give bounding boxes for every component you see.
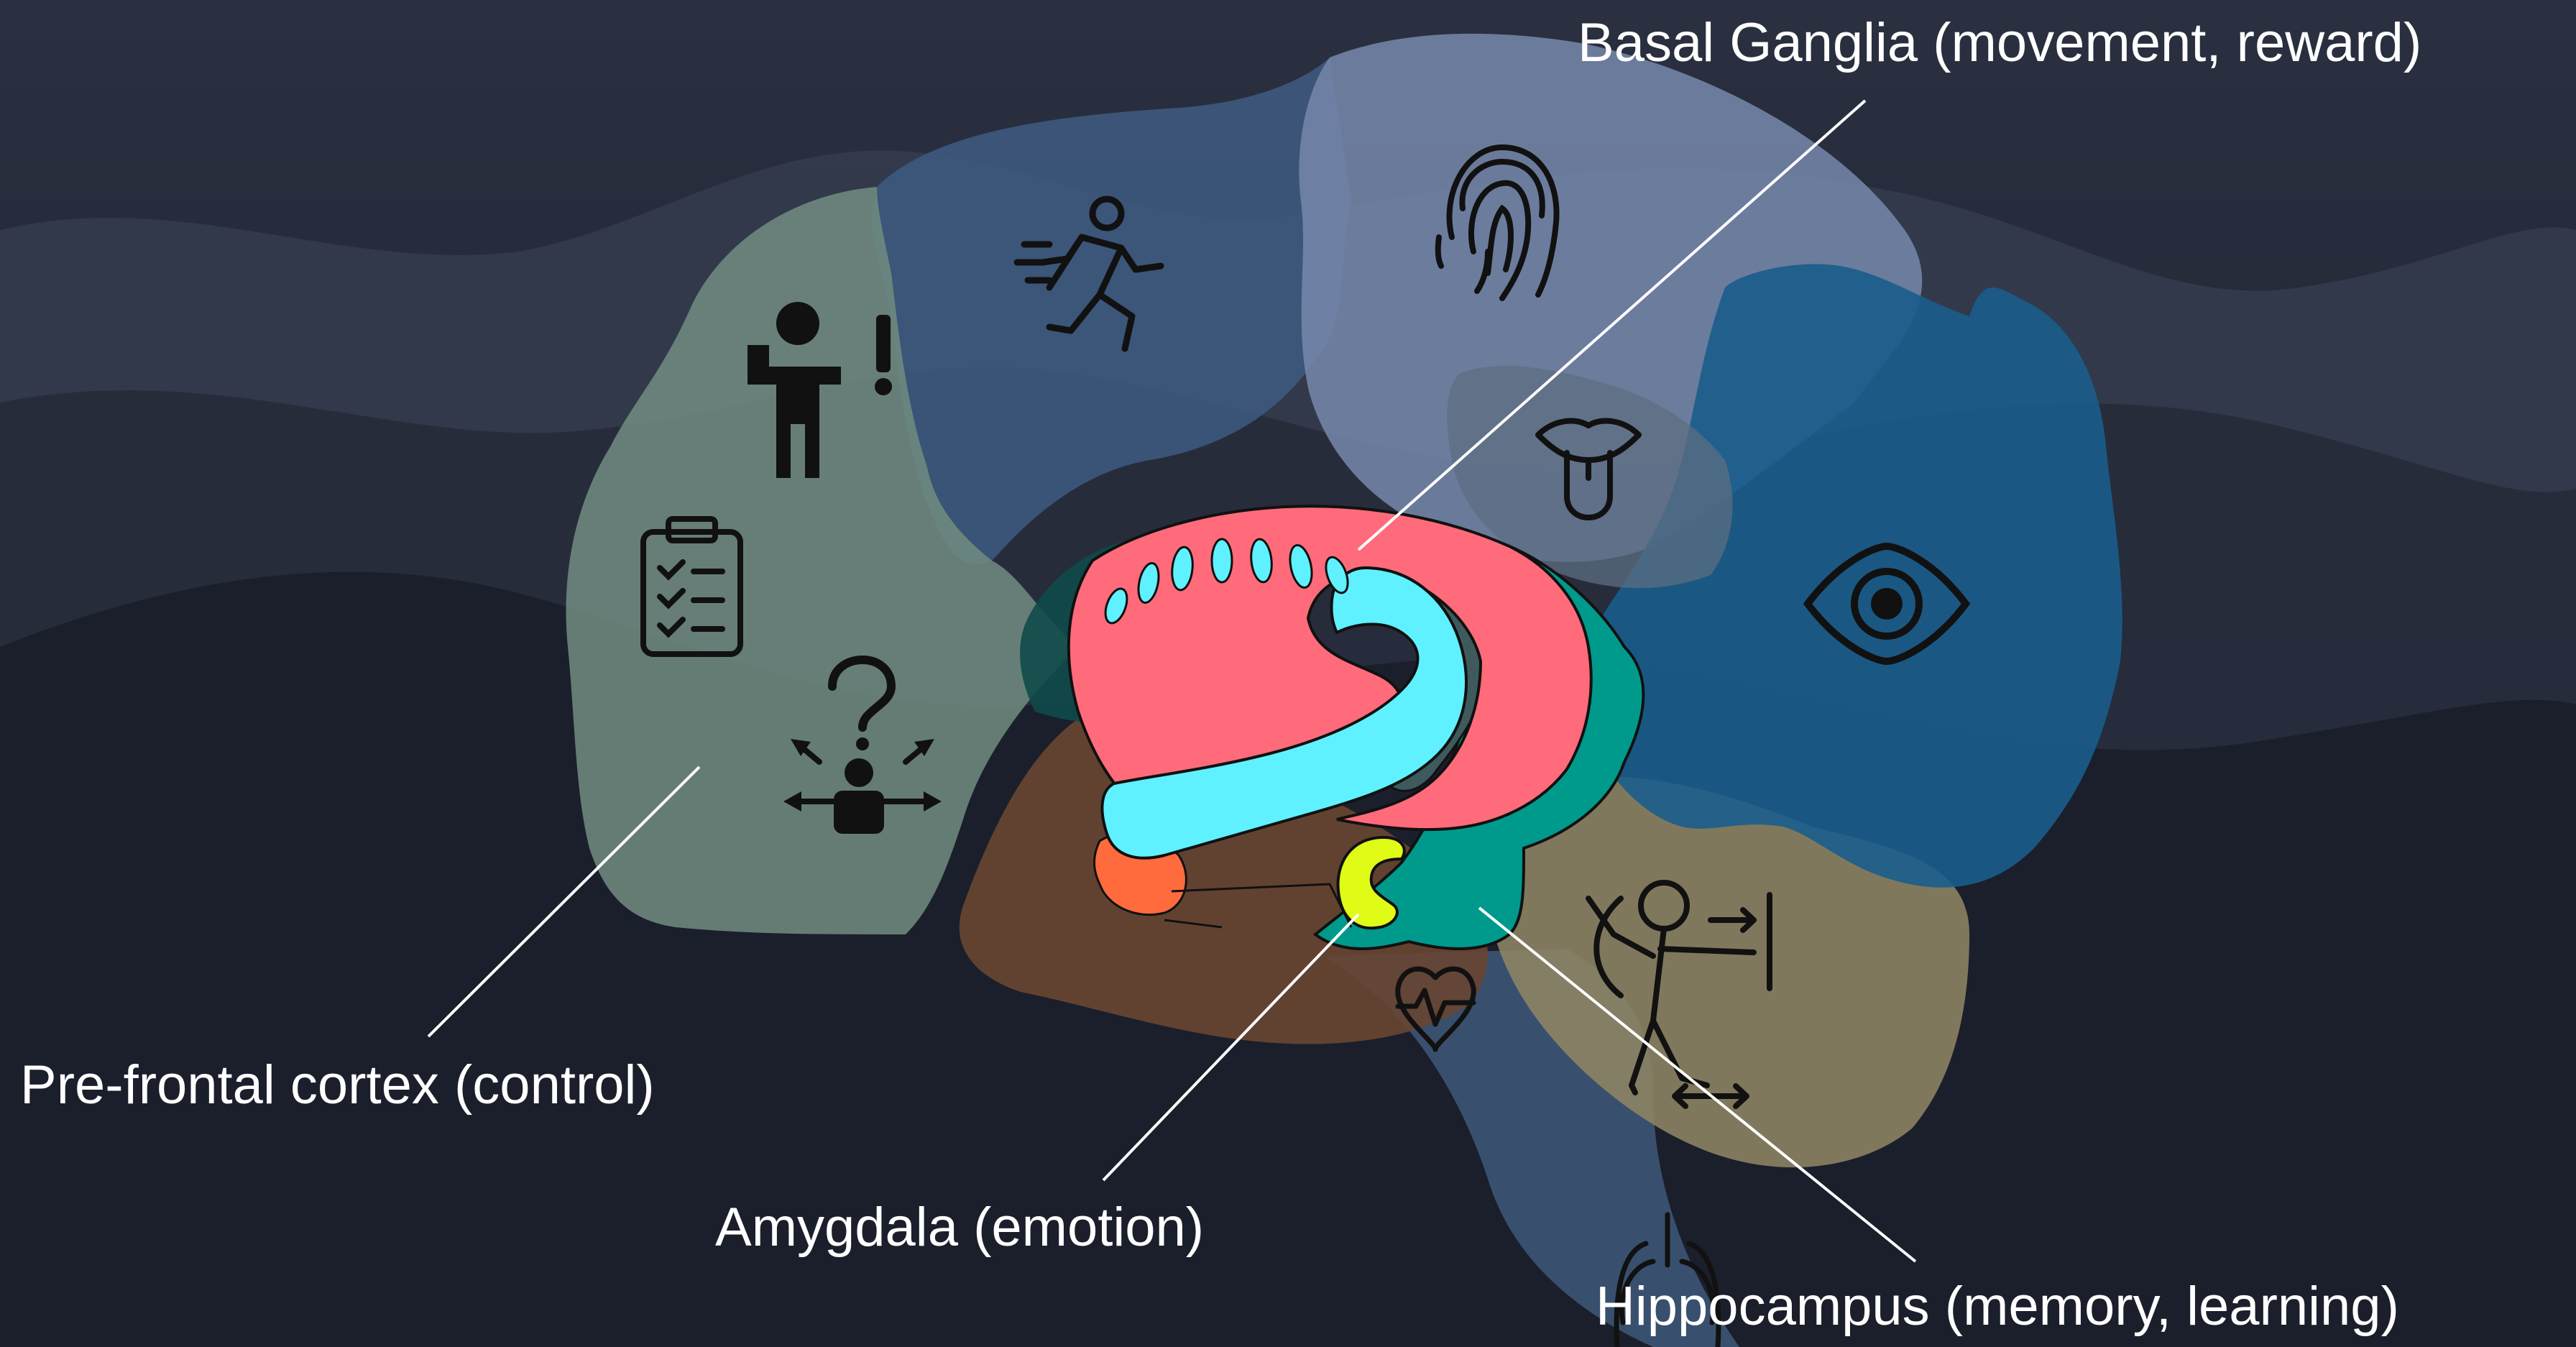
prefrontal-cortex-label: Pre-frontal cortex (control) — [20, 1058, 655, 1113]
hippocampus-label: Hippocampus (memory, learning) — [1596, 1279, 2399, 1334]
basal-ganglia-label: Basal Ganglia (movement, reward) — [1578, 16, 2421, 70]
amygdala-label: Amygdala (emotion) — [715, 1200, 1204, 1255]
